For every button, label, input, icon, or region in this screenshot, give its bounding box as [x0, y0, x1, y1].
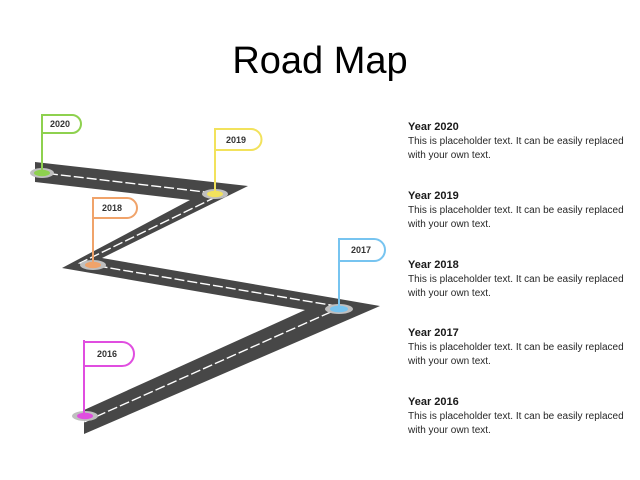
- milestone-2019: Year 2019 This is placeholder text. It c…: [408, 189, 628, 232]
- flag-label-2018: 2018: [102, 203, 122, 213]
- road: [35, 162, 380, 434]
- milestone-2016: Year 2016 This is placeholder text. It c…: [408, 395, 628, 438]
- milestone-2017: Year 2017 This is placeholder text. It c…: [408, 326, 628, 369]
- marker-2017: [325, 304, 353, 314]
- milestone-text: This is placeholder text. It can be easi…: [408, 342, 624, 367]
- milestone-heading: Year 2020: [408, 121, 459, 133]
- flag-2018: 2018: [92, 197, 138, 263]
- flag-2019: 2019: [214, 128, 263, 192]
- flag-label-2019: 2019: [226, 135, 246, 145]
- marker-2016: [72, 411, 98, 421]
- slide-title: Road Map: [232, 40, 408, 82]
- milestone-text: This is placeholder text. It can be easi…: [408, 205, 624, 230]
- milestone-text: This is placeholder text. It can be easi…: [408, 274, 624, 299]
- milestone-2018: Year 2018 This is placeholder text. It c…: [408, 258, 628, 301]
- milestone-2020: Year 2020 This is placeholder text. It c…: [408, 120, 628, 163]
- road-center-line: [34, 171, 345, 423]
- flag-2020: 2020: [41, 114, 82, 171]
- milestone-heading: Year 2018: [408, 259, 459, 271]
- milestone-heading: Year 2017: [408, 327, 459, 339]
- marker-2018: [80, 260, 106, 270]
- marker-2019: [202, 189, 228, 199]
- milestone-heading: Year 2016: [408, 396, 459, 408]
- flag-label-2017: 2017: [351, 245, 371, 255]
- flag-label-2020: 2020: [50, 119, 70, 129]
- flag-2017: 2017: [338, 238, 386, 306]
- marker-2020: [30, 168, 54, 178]
- milestone-heading: Year 2019: [408, 190, 459, 202]
- milestone-text: This is placeholder text. It can be easi…: [408, 411, 624, 436]
- flag-2016: 2016: [83, 340, 135, 414]
- flag-label-2016: 2016: [97, 349, 117, 359]
- milestone-text: This is placeholder text. It can be easi…: [408, 136, 624, 161]
